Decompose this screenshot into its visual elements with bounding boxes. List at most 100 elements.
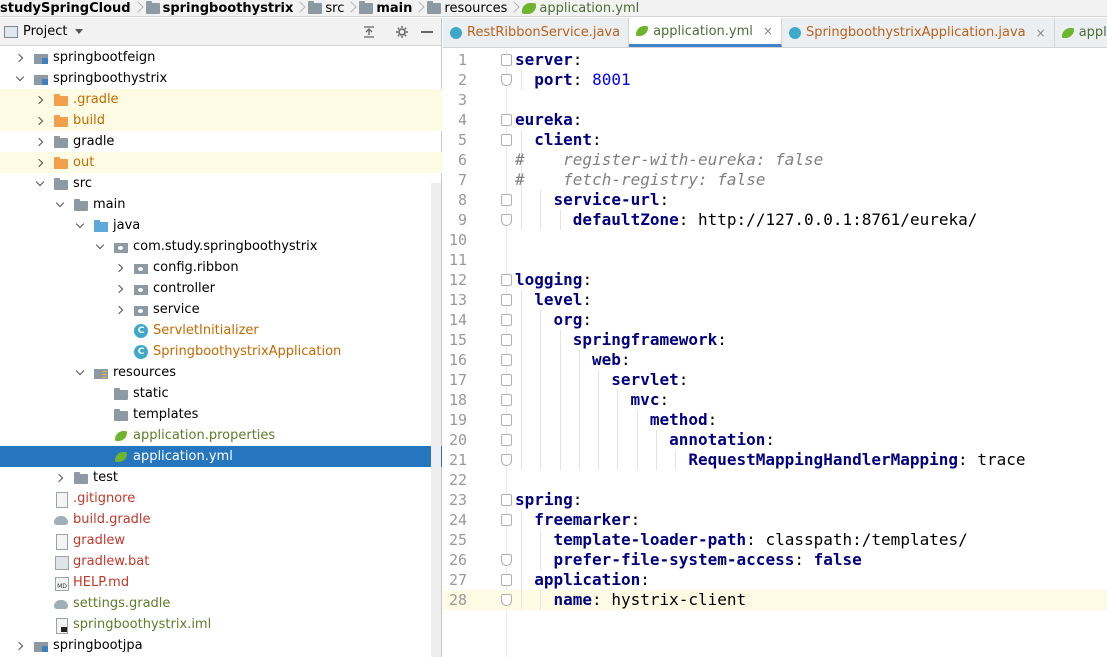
fold-marker-icon[interactable] xyxy=(501,54,512,66)
tree-item[interactable]: src xyxy=(0,173,442,194)
tree-item[interactable]: gradlew.bat xyxy=(0,551,442,572)
tree-item[interactable]: gradlew xyxy=(0,530,442,551)
tree-item[interactable]: main xyxy=(0,194,442,215)
chevron-down-icon[interactable] xyxy=(75,29,84,34)
fold-marker-icon[interactable] xyxy=(501,314,512,326)
chevron-down-icon[interactable] xyxy=(54,199,66,211)
chevron-down-icon[interactable] xyxy=(34,178,46,190)
tree-item[interactable]: springboothystrix xyxy=(0,68,442,89)
folder-icon xyxy=(73,471,89,485)
indent-guide xyxy=(521,290,522,310)
tab-label: RestRibbonService.java xyxy=(467,25,621,40)
tree-spacer xyxy=(34,619,46,631)
chevron-right-icon[interactable] xyxy=(14,52,26,64)
tab-restribbonservice-java[interactable]: RestRibbonService.java xyxy=(443,18,630,47)
line-number: 16 xyxy=(448,351,467,369)
gear-icon[interactable] xyxy=(394,24,410,40)
fold-marker-icon[interactable] xyxy=(501,354,512,366)
tree-item[interactable]: .gradle xyxy=(0,89,442,110)
yaml-entry: mvc: xyxy=(631,390,670,410)
chevron-right-icon[interactable] xyxy=(34,136,46,148)
fold-marker-icon[interactable] xyxy=(501,434,512,446)
hide-icon[interactable] xyxy=(419,24,435,40)
chevron-right-icon[interactable] xyxy=(14,640,26,652)
tree-item[interactable]: settings.gradle xyxy=(0,593,442,614)
tree-item[interactable]: SpringboothystrixApplication xyxy=(0,341,442,362)
tab-springboothystrixapplication-java[interactable]: SpringboothystrixApplication.java× xyxy=(782,18,1055,47)
chevron-down-icon[interactable] xyxy=(74,220,86,232)
tree-item[interactable]: application.properties xyxy=(0,425,442,446)
fold-marker-icon[interactable] xyxy=(501,494,512,506)
tree-item[interactable]: static xyxy=(0,383,442,404)
chevron-down-icon[interactable] xyxy=(74,367,86,379)
chevron-right-icon[interactable] xyxy=(34,115,46,127)
tab-application-prop[interactable]: application.prop xyxy=(1055,18,1107,47)
fold-marker-icon[interactable] xyxy=(501,514,512,526)
resources-folder-icon xyxy=(93,366,109,380)
breadcrumb-item[interactable]: application.yml xyxy=(518,0,639,16)
breadcrumb-item[interactable]: resources xyxy=(423,0,507,16)
tree-item[interactable]: springboothystrix.iml xyxy=(0,614,442,635)
tree-item[interactable]: .gitignore xyxy=(0,488,442,509)
tree-item[interactable]: build.gradle xyxy=(0,509,442,530)
tree-item[interactable]: HELP.md xyxy=(0,572,442,593)
yaml-value: 8001 xyxy=(592,70,631,89)
tree-item[interactable]: templates xyxy=(0,404,442,425)
tab-application-yml[interactable]: application.yml× xyxy=(629,18,782,47)
collapse-all-icon[interactable] xyxy=(361,24,377,40)
breadcrumb-item[interactable]: main xyxy=(355,0,412,16)
breadcrumb-item[interactable]: springboothystrix xyxy=(142,0,293,16)
tree-item[interactable]: service xyxy=(0,299,442,320)
tree-spacer xyxy=(34,514,46,526)
class-icon xyxy=(449,26,463,39)
fold-marker-icon[interactable] xyxy=(501,194,512,206)
fold-marker-icon[interactable] xyxy=(501,274,512,286)
tree-item[interactable]: ServletInitializer xyxy=(0,320,442,341)
fold-marker-icon[interactable] xyxy=(501,134,512,146)
fold-marker-icon[interactable] xyxy=(501,114,512,126)
fold-marker-icon[interactable] xyxy=(501,574,512,586)
line-number: 27 xyxy=(448,571,467,589)
fold-end-marker-icon[interactable] xyxy=(501,454,512,466)
fold-marker-icon[interactable] xyxy=(501,374,512,386)
tree-item[interactable]: application.yml xyxy=(0,446,442,467)
tree-item[interactable]: springbootjpa xyxy=(0,635,442,656)
chevron-right-icon[interactable] xyxy=(114,283,126,295)
fold-marker-icon[interactable] xyxy=(501,414,512,426)
yaml-entry: annotation: xyxy=(669,430,775,450)
fold-marker-icon[interactable] xyxy=(501,334,512,346)
fold-end-marker-icon[interactable] xyxy=(501,74,512,86)
close-icon[interactable]: × xyxy=(1035,25,1046,40)
close-icon[interactable]: × xyxy=(762,24,773,38)
fold-marker-icon[interactable] xyxy=(501,394,512,406)
tree-item[interactable]: config.ribbon xyxy=(0,257,442,278)
fold-end-marker-icon[interactable] xyxy=(501,214,512,226)
fold-end-marker-icon[interactable] xyxy=(501,594,512,606)
indent-guide xyxy=(521,510,522,530)
chevron-down-icon[interactable] xyxy=(14,73,26,85)
tree-item[interactable]: gradle xyxy=(0,131,442,152)
breadcrumb-item[interactable]: src xyxy=(304,0,344,16)
chevron-right-icon[interactable] xyxy=(54,472,66,484)
fold-marker-icon[interactable] xyxy=(501,294,512,306)
tree-item[interactable]: test xyxy=(0,467,442,488)
chevron-right-icon[interactable] xyxy=(114,304,126,316)
yaml-colon: : xyxy=(794,550,804,569)
tree-item[interactable]: java xyxy=(0,215,442,236)
chevron-down-icon[interactable] xyxy=(94,241,106,253)
tree-item[interactable]: controller xyxy=(0,278,442,299)
tree-item[interactable]: com.study.springboothystrix xyxy=(0,236,442,257)
tree-scrollbar[interactable] xyxy=(431,183,441,657)
project-panel-title[interactable]: Project xyxy=(23,24,68,39)
tree-item[interactable]: build xyxy=(0,110,442,131)
breadcrumb-item[interactable]: studySpringCloud xyxy=(0,0,131,16)
chevron-right-icon[interactable] xyxy=(34,157,46,169)
tree-item[interactable]: resources xyxy=(0,362,442,383)
chevron-right-icon[interactable] xyxy=(34,94,46,106)
tree-item[interactable]: out xyxy=(0,152,442,173)
fold-end-marker-icon[interactable] xyxy=(501,554,512,566)
tree-item[interactable]: springbootfeign xyxy=(0,47,442,68)
chevron-right-icon[interactable] xyxy=(114,262,126,274)
